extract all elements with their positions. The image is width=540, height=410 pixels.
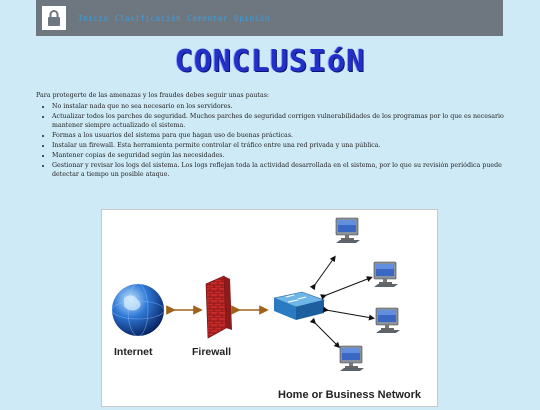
globe-icon bbox=[111, 283, 165, 337]
connection-arrow bbox=[309, 255, 336, 291]
network-label: Home or Business Network bbox=[278, 389, 422, 401]
network-diagram-image: Internet Firewall Home or Business Netwo… bbox=[101, 209, 438, 407]
nav-link-clasificacion[interactable]: Clasificación bbox=[114, 13, 182, 23]
connection-arrow bbox=[309, 317, 341, 349]
computer-icon bbox=[335, 217, 361, 244]
intro-text: Para protegerte de las amenazas y los fr… bbox=[36, 92, 270, 99]
home-lock-button[interactable] bbox=[42, 6, 66, 30]
computer-icon bbox=[375, 307, 401, 334]
list-item: Mantener copias de seguridad según las n… bbox=[52, 151, 506, 161]
top-navbar: Inicio Clasificación Comentar Opinión bbox=[36, 0, 503, 36]
nav-link-comentar[interactable]: Comentar bbox=[187, 13, 229, 23]
nav-link-opinion[interactable]: Opinión bbox=[234, 13, 270, 23]
internet-label: Internet bbox=[114, 346, 153, 358]
main-content: Para protegerte de las amenazas y los fr… bbox=[36, 91, 506, 180]
lock-icon bbox=[48, 10, 60, 26]
guidelines-list: No instalar nada que no sea necesario en… bbox=[36, 102, 506, 180]
computer-icon bbox=[373, 261, 399, 288]
list-item: Gestionar y revisar los logs del sistema… bbox=[52, 161, 506, 181]
connection-arrow bbox=[322, 306, 375, 321]
nav-links: Inicio Clasificación Comentar Opinión bbox=[78, 14, 270, 23]
list-item: No instalar nada que no sea necesario en… bbox=[52, 102, 506, 112]
page-title: CONCLUSIóN bbox=[174, 44, 366, 79]
nav-link-inicio[interactable]: Inicio bbox=[78, 13, 109, 23]
firewall-label: Firewall bbox=[192, 346, 231, 358]
network-switch-icon bbox=[272, 291, 326, 320]
list-item: Formas a los usuarios del sistema para q… bbox=[52, 131, 506, 141]
connection-arrow bbox=[320, 276, 373, 300]
firewall-icon bbox=[205, 275, 232, 339]
computer-icon bbox=[339, 345, 365, 372]
list-item: Actualizar todos los parches de segurida… bbox=[52, 112, 506, 132]
list-item: Instalar un firewall. Esta herramienta p… bbox=[52, 141, 506, 151]
